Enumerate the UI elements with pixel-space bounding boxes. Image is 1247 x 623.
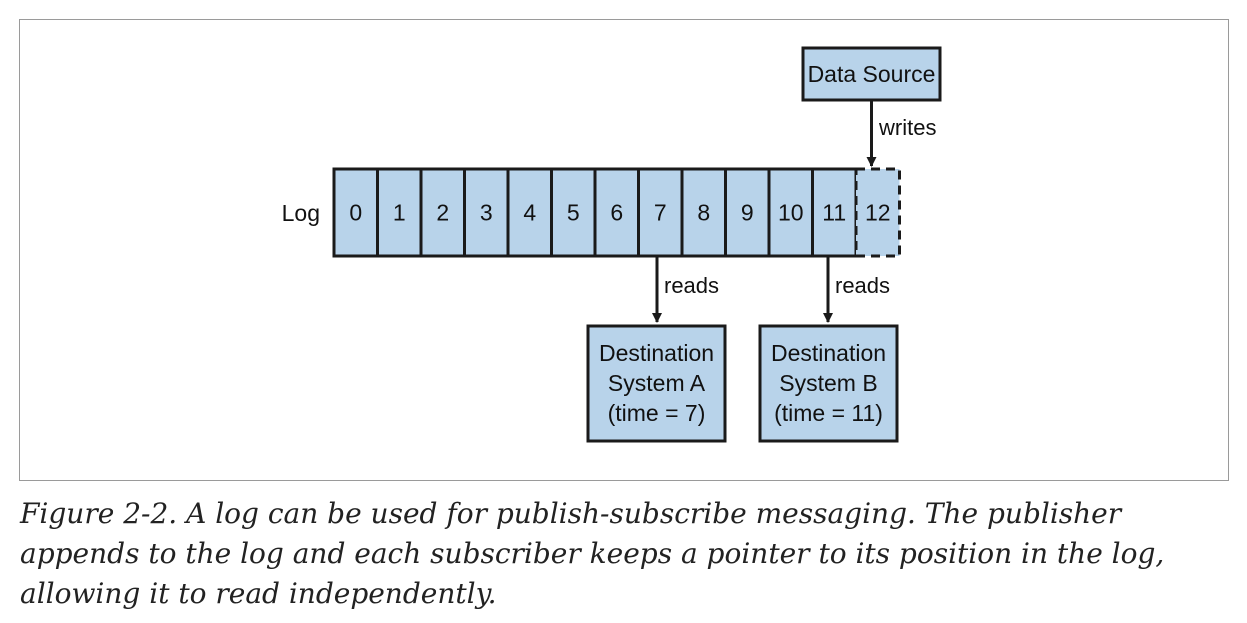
dest-a-line-2: System A — [608, 370, 706, 396]
log-cell-label: 0 — [349, 200, 362, 226]
log-cell-label: 8 — [697, 200, 710, 226]
log-cell-label: 1 — [393, 200, 406, 226]
log-cell — [637, 167, 684, 258]
log-cell — [593, 167, 640, 258]
log-cell — [376, 167, 423, 258]
log-cell-label: 7 — [654, 200, 667, 226]
dest-a-line-3: (time = 7) — [608, 400, 706, 426]
dest-b-line-2: System B — [779, 370, 877, 396]
log-cell — [550, 167, 597, 258]
data-source-label: Data Source — [808, 61, 936, 87]
log-cell-label: 2 — [436, 200, 449, 226]
log-cell-label: 11 — [822, 200, 846, 226]
log-cell-label: 9 — [741, 200, 754, 226]
log-cell-label: 4 — [523, 200, 536, 226]
log-cell-label: 10 — [778, 200, 804, 226]
destination-system-a-box: Destination System A (time = 7) — [586, 324, 727, 443]
log-cell — [811, 167, 858, 258]
dest-b-line-3: (time = 11) — [774, 400, 883, 426]
figure-caption: Figure 2-2. A log can be used for publis… — [20, 497, 1165, 610]
dest-b-line-1: Destination — [771, 340, 886, 366]
reads-label-a: reads — [664, 273, 719, 298]
log-label: Log — [282, 200, 320, 226]
log-cell — [767, 167, 814, 258]
log-cell — [680, 167, 727, 258]
dest-a-line-1: Destination — [599, 340, 714, 366]
log-cell — [332, 167, 379, 258]
log-cell-label: 5 — [567, 200, 580, 226]
log-cell-label: 3 — [480, 200, 493, 226]
reads-label-b: reads — [835, 273, 890, 298]
data-source-box: Data Source — [801, 46, 942, 102]
log-cell — [463, 167, 510, 258]
log-cell — [854, 167, 901, 258]
writes-label: writes — [878, 115, 936, 140]
log-cell-label: 12 — [865, 200, 891, 226]
log-cell-label: 6 — [610, 200, 623, 226]
destination-system-b-box: Destination System B (time = 11) — [758, 324, 899, 443]
